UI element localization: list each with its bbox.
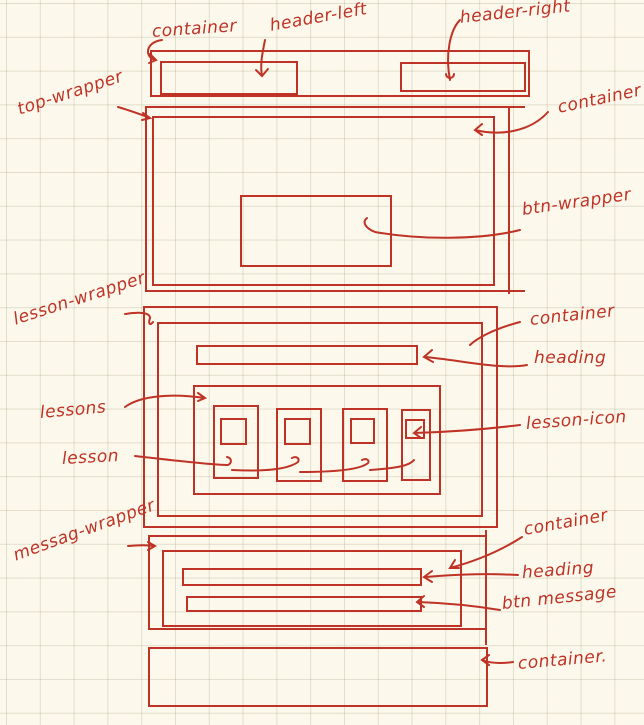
lesson-card bbox=[213, 405, 259, 479]
footer-container-box bbox=[148, 647, 488, 707]
lesson-wrapper-box bbox=[143, 306, 498, 528]
label-header-container: container bbox=[151, 16, 238, 42]
label-lesson-icon: lesson-icon bbox=[525, 406, 628, 434]
lesson-card bbox=[342, 408, 388, 482]
top-wrapper-box bbox=[145, 106, 525, 292]
lesson-container-box bbox=[157, 322, 483, 517]
message-heading-box bbox=[182, 568, 422, 586]
lesson-icon bbox=[220, 418, 247, 445]
label-lesson-heading: heading bbox=[534, 348, 607, 368]
lesson-icon bbox=[284, 418, 311, 445]
btn-wrapper-box bbox=[240, 195, 392, 267]
top-wrapper-right-line bbox=[508, 108, 510, 294]
label-lesson: lesson bbox=[61, 446, 120, 469]
message-container-box bbox=[162, 550, 462, 627]
top-container-box bbox=[152, 116, 495, 286]
label-lesson-wrapper: lesson-wrapper bbox=[10, 267, 148, 330]
lesson-card bbox=[401, 409, 431, 481]
lesson-icon bbox=[350, 418, 375, 444]
label-header-left: header-left bbox=[268, 0, 369, 36]
header-left-box bbox=[160, 61, 298, 95]
label-header-right: header-right bbox=[458, 0, 572, 28]
message-wrapper-right-line bbox=[485, 530, 487, 645]
lesson-icon bbox=[405, 419, 425, 439]
label-footer-container: container. bbox=[517, 646, 608, 674]
label-message-heading: heading bbox=[521, 557, 595, 583]
label-message-wrapper: messag-wrapper bbox=[10, 495, 158, 566]
label-btn-wrapper: btn-wrapper bbox=[520, 184, 633, 220]
label-top-wrapper: top-wrapper bbox=[14, 66, 126, 120]
label-lessons: lessons bbox=[39, 397, 108, 423]
header-right-box bbox=[400, 62, 526, 92]
label-top-container: container bbox=[555, 80, 644, 118]
btn-message-box bbox=[186, 596, 422, 612]
lesson-card bbox=[276, 408, 322, 482]
message-wrapper-box bbox=[148, 535, 485, 630]
lessons-box bbox=[193, 385, 441, 495]
label-btn-message: btn message bbox=[500, 581, 618, 614]
label-message-container: container bbox=[522, 505, 610, 540]
lesson-heading-box bbox=[196, 345, 418, 365]
label-lesson-container: container bbox=[528, 301, 616, 330]
